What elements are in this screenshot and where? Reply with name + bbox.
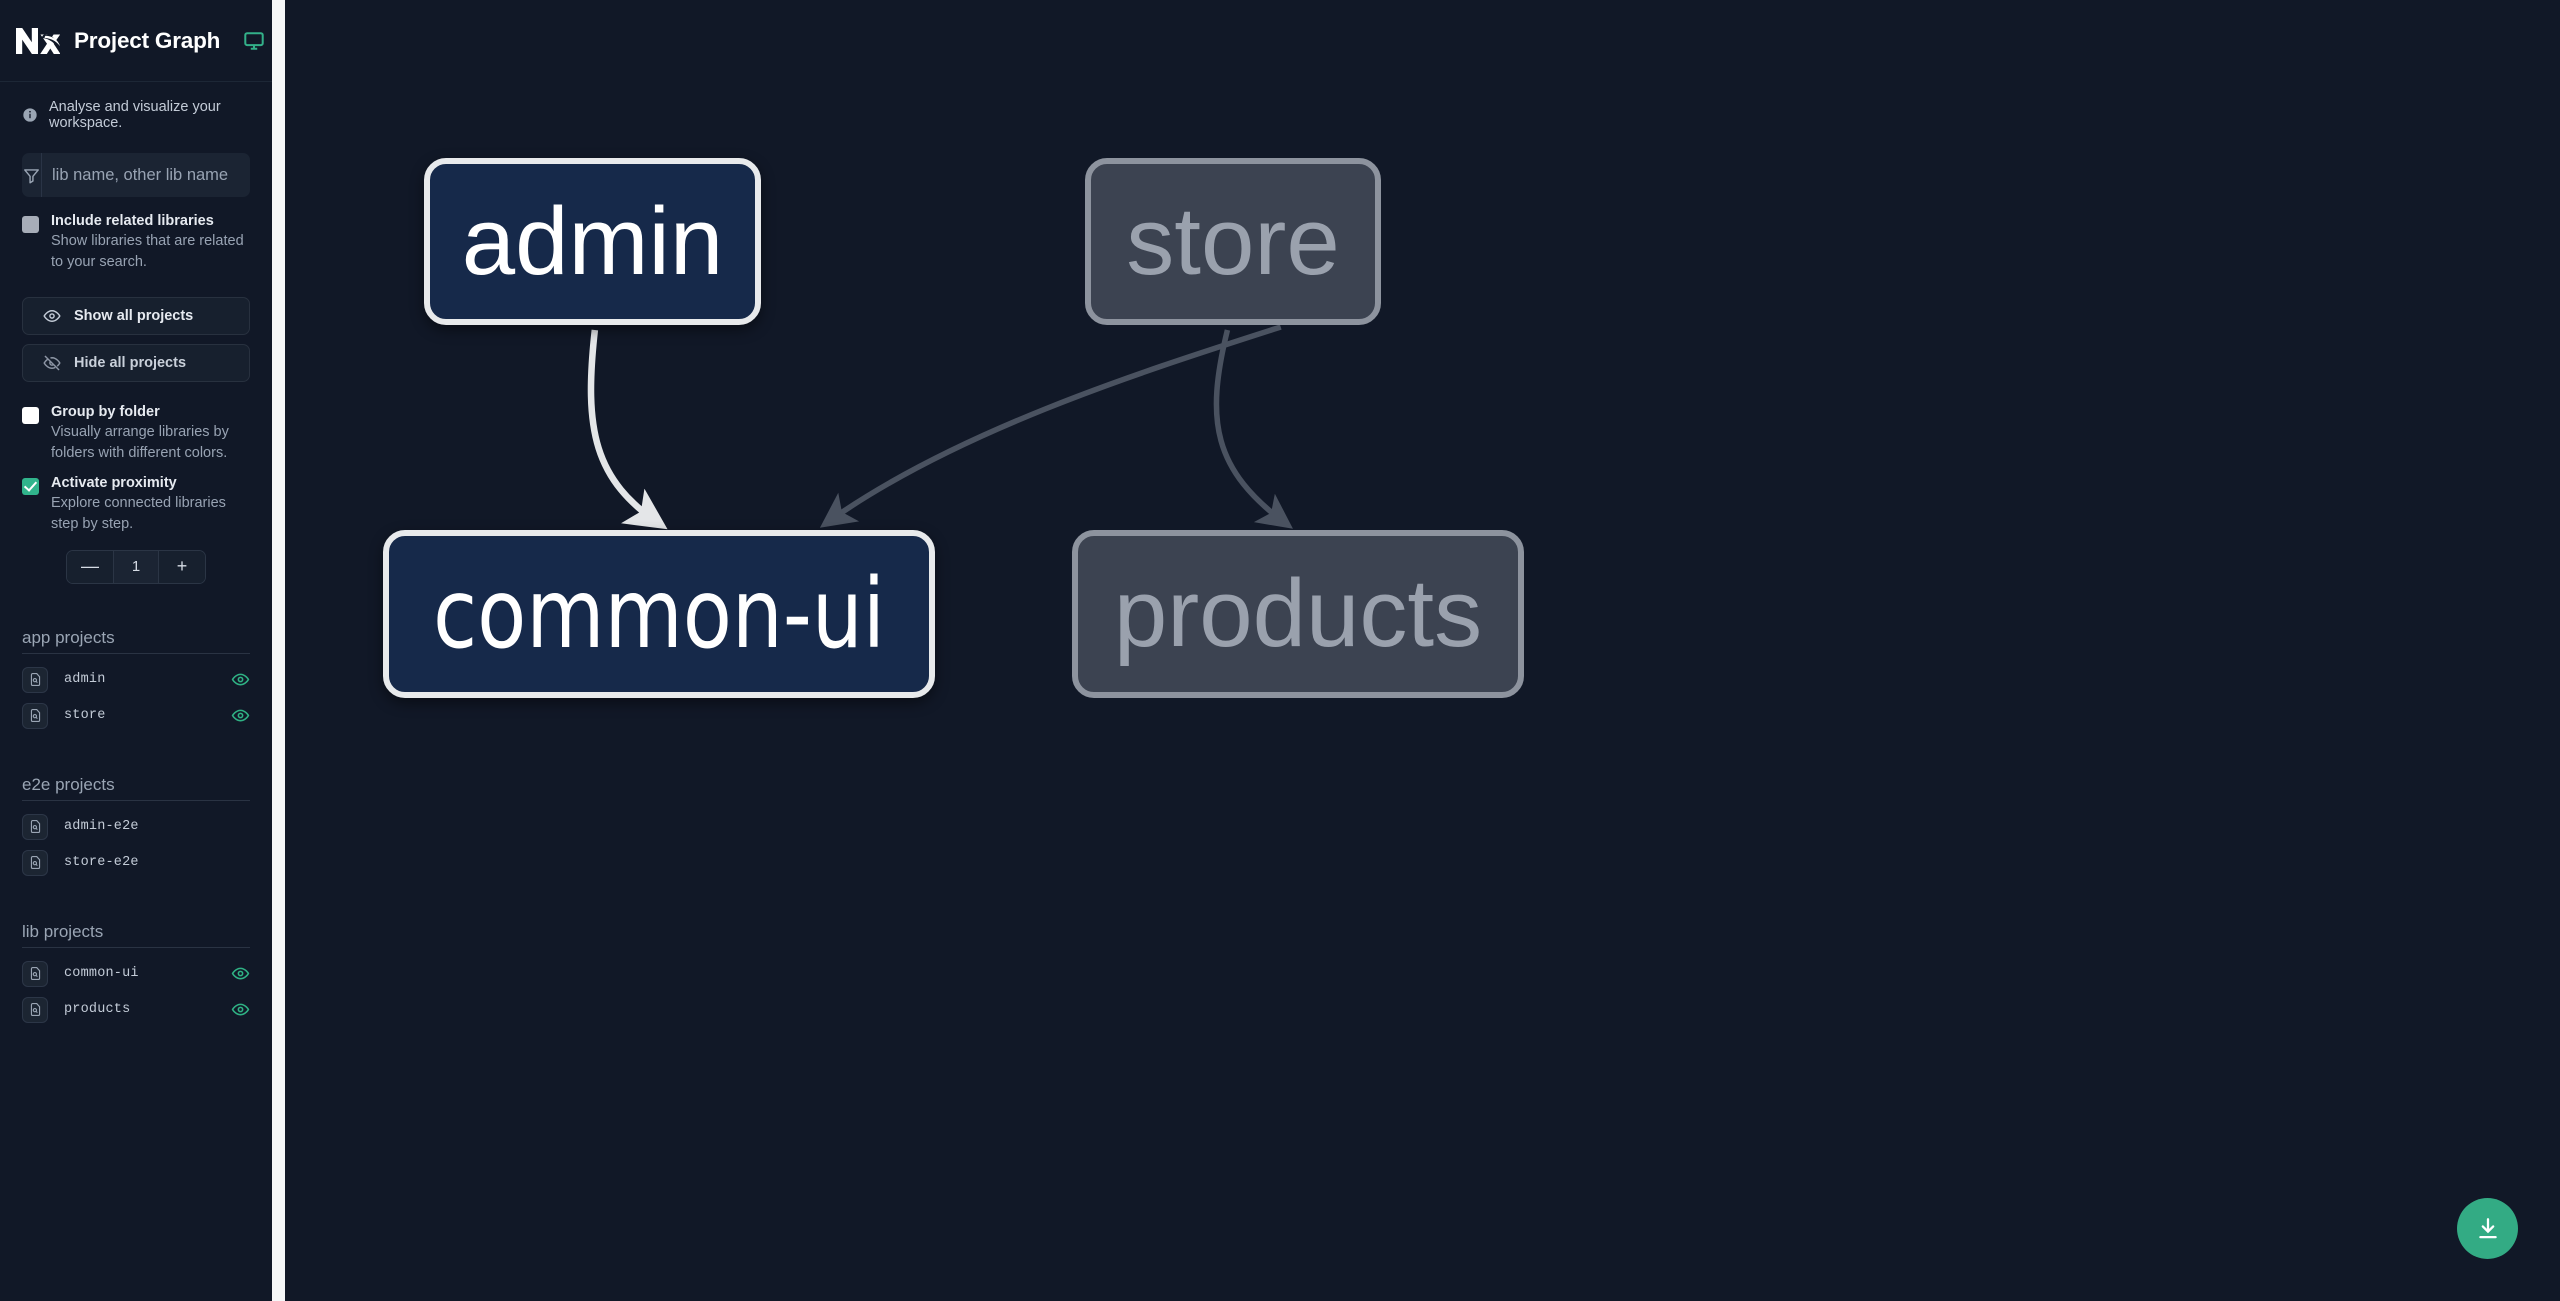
group-by-folder-checkbox[interactable] [22,406,39,424]
search-box[interactable] [22,153,250,197]
info-icon [23,108,37,122]
edge-store-to-common-ui [819,324,1282,528]
edge-store-to-products [1213,329,1293,529]
hide-all-projects-button[interactable]: Hide all projects [22,343,250,382]
graph-node-common-ui[interactable]: common-ui [383,530,935,698]
project-name: admin [64,672,106,688]
show-all-projects-button[interactable]: Show all projects [22,296,250,335]
project-name: admin-e2e [64,819,139,835]
project-file-icon [22,960,48,987]
project-file-icon [22,996,48,1023]
tagline-text: Analyse and visualize your workspace. [49,99,221,131]
filter-icon [22,153,42,197]
option-title: Activate proximity [51,475,177,492]
option-description: Show libraries that are related to your … [51,233,244,270]
hide-all-projects-label: Hide all projects [74,354,187,371]
project-name: store [64,708,106,724]
sidebar-resize-handle[interactable] [272,0,285,1301]
sidebar-project-admin-e2e[interactable]: admin-e2e [22,809,250,845]
activate-proximity-checkbox[interactable] [22,478,39,496]
project-name: common-ui [64,966,139,982]
group-header-lib-projects: lib projects [22,922,250,948]
graph-canvas[interactable]: admin store common-ui products [272,0,2560,1301]
group-header-e2e-projects: e2e projects [22,775,250,801]
sidebar-project-common-ui[interactable]: common-ui [22,956,250,992]
project-name: products [64,1002,131,1018]
sidebar-header: Project Graph [0,0,272,82]
visibility-eye-icon[interactable] [231,964,250,983]
proximity-increment-button[interactable]: + [159,550,205,583]
option-activate-proximity[interactable]: Activate proximity Explore connected lib… [0,463,272,535]
graph-node-label: store [1126,187,1340,295]
option-include-related-libraries[interactable]: Include related libraries Show libraries… [0,197,272,273]
visibility-eye-icon[interactable] [231,670,250,689]
eye-icon [43,309,61,322]
eye-off-icon [43,354,61,371]
project-file-icon [22,849,48,876]
download-icon [2478,1217,2497,1238]
download-button[interactable] [2457,1198,2518,1259]
edge-admin-to-common-ui [587,329,668,530]
option-group-by-folder[interactable]: Group by folder Visually arrange librari… [0,382,272,464]
search-input[interactable] [42,153,250,197]
proximity-decrement-button[interactable]: — [67,550,113,583]
sidebar-project-products[interactable]: products [22,992,250,1028]
graph-node-products[interactable]: products [1072,530,1524,698]
sidebar: Project Graph Analyse and visualize your… [0,0,272,1301]
graph-node-admin[interactable]: admin [424,158,761,325]
project-file-icon [22,666,48,693]
proximity-stepper: — 1 + [22,549,250,584]
option-title: Include related libraries [51,213,214,229]
graph-node-label: products [1113,560,1483,667]
include-related-libraries-checkbox[interactable] [22,216,39,233]
proximity-value: 1 [113,550,159,583]
visibility-eye-icon[interactable] [231,1000,250,1019]
project-name: store-e2e [64,855,139,871]
graph-node-store[interactable]: store [1085,158,1381,325]
show-all-projects-label: Show all projects [74,307,194,324]
monitor-icon[interactable] [243,30,265,52]
group-header-app-projects: app projects [22,628,250,654]
visibility-eye-icon[interactable] [231,706,250,725]
option-description: Explore connected libraries step by step… [51,495,226,533]
project-file-icon [22,813,48,840]
nx-logo [16,27,60,54]
sidebar-project-admin[interactable]: admin [22,662,250,698]
graph-node-label: common-ui [432,558,886,670]
graph-edges [587,324,1293,530]
sidebar-project-store[interactable]: store [22,698,250,734]
tagline: Analyse and visualize your workspace. [0,82,272,131]
option-title: Group by folder [51,403,160,420]
option-description: Visually arrange libraries by folders wi… [51,423,229,461]
page-title: Project Graph [74,27,221,53]
project-file-icon [22,702,48,729]
graph-node-label: admin [461,187,724,295]
sidebar-project-store-e2e[interactable]: store-e2e [22,845,250,881]
